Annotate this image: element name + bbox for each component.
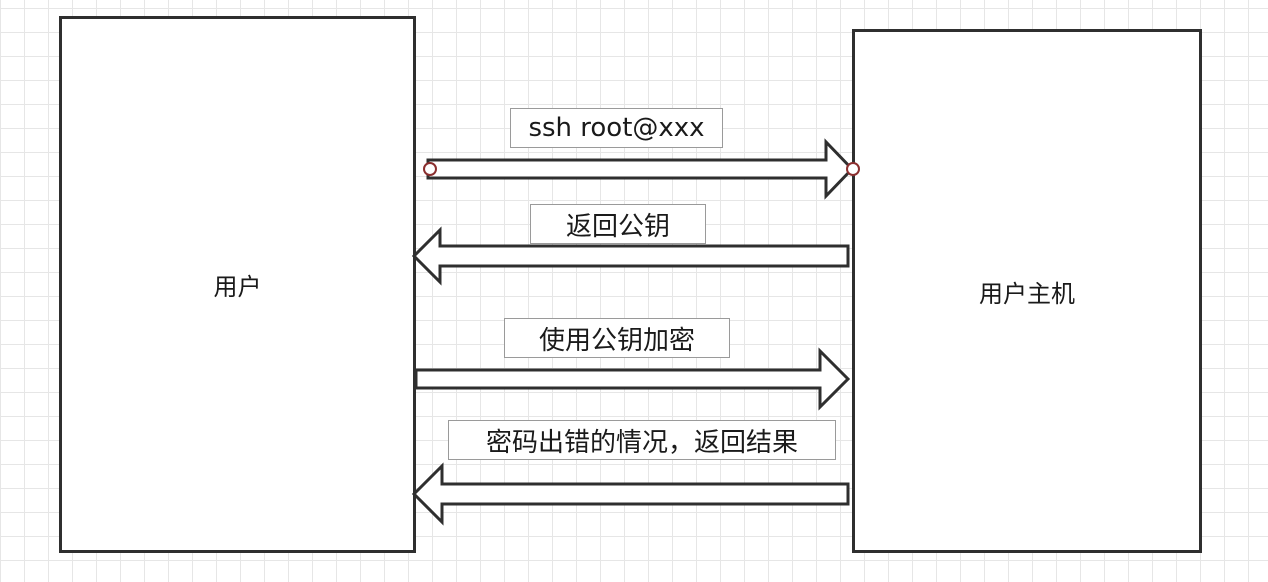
edge-label-text: 密码出错的情况，返回结果	[485, 427, 798, 458]
host-node-label: 用户主机	[979, 279, 1075, 308]
connector-point-start[interactable]	[423, 162, 437, 176]
user-node[interactable]: 用户	[59, 16, 416, 553]
edge-label-text: 使用公钥加密	[538, 325, 695, 356]
user-node-label: 用户	[213, 273, 262, 301]
arrow-encrypt-with-public-key[interactable]	[414, 347, 851, 411]
arrow-password-error-result[interactable]	[411, 462, 850, 526]
edge-label-text: 返回公钥	[565, 211, 670, 242]
host-node[interactable]: 用户主机	[852, 29, 1202, 553]
edge-label-text: ssh root@xxx	[528, 113, 705, 143]
arrow-ssh-request[interactable]	[426, 138, 855, 200]
edge-label-encrypt: 使用公钥加密	[504, 318, 730, 358]
edge-label-ssh-request: ssh root@xxx	[510, 108, 723, 148]
edge-label-return-public-key: 返回公钥	[530, 204, 706, 244]
edge-label-password-error: 密码出错的情况，返回结果	[448, 420, 836, 460]
